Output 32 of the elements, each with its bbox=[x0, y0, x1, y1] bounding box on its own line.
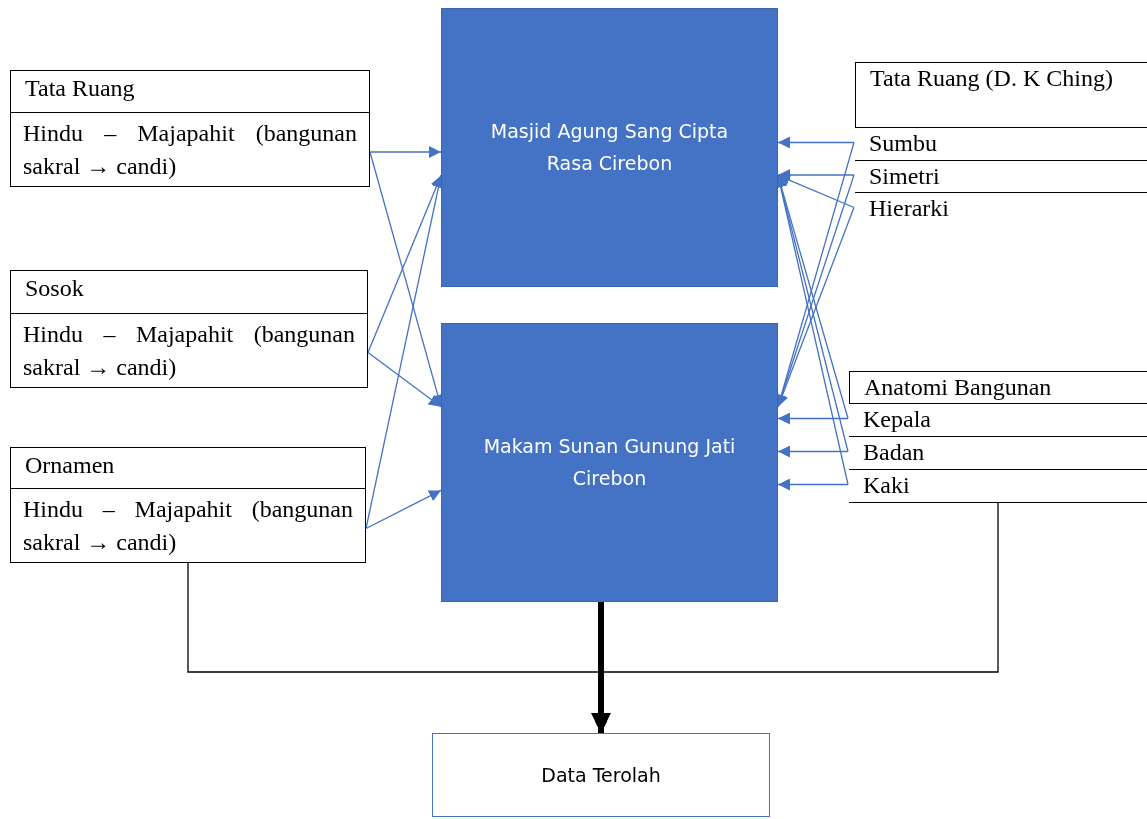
arrow bbox=[777, 478, 849, 491]
card-text: Hindu – Majapahit (bangunan sakral → candi) bbox=[22, 320, 356, 382]
process-box: Masjid Agung Sang Cipta Rasa Cirebon bbox=[441, 8, 778, 287]
arrow bbox=[591, 602, 611, 733]
process-box: Data Terolah bbox=[432, 733, 770, 817]
card-text: Hindu – Majapahit (bangunan sakral → candi) bbox=[22, 495, 354, 557]
card-heading: Tata Ruang bbox=[11, 71, 369, 114]
table-box bbox=[849, 371, 1147, 503]
arrow bbox=[777, 169, 855, 181]
card-heading: Ornamen bbox=[11, 448, 365, 490]
process-box: Makam Sunan Gunung Jati Cirebon bbox=[441, 323, 778, 602]
table-row: Kepala bbox=[849, 403, 1147, 436]
table-row: Hierarki bbox=[855, 192, 1147, 225]
arrow bbox=[777, 445, 849, 458]
table-heading: Anatomi Bangunan bbox=[863, 373, 1053, 402]
table-box bbox=[855, 62, 1147, 225]
arrow bbox=[777, 412, 849, 425]
card-heading: Sosok bbox=[11, 271, 367, 315]
card-text: Hindu – Majapahit (bangunan sakral → candi) bbox=[22, 119, 358, 181]
info-card bbox=[10, 447, 366, 563]
arrow bbox=[777, 136, 855, 149]
table-heading: Tata Ruang (D. K Ching) bbox=[869, 64, 1114, 93]
table-row: Simetri bbox=[855, 160, 1147, 192]
info-card bbox=[10, 270, 368, 388]
arrow bbox=[365, 489, 442, 530]
arrow bbox=[367, 351, 442, 408]
table-row: Badan bbox=[849, 436, 1147, 469]
arrow bbox=[777, 174, 855, 209]
table-row: Sumbu bbox=[855, 127, 1147, 160]
info-card bbox=[10, 70, 370, 187]
table-row: Kaki bbox=[849, 469, 1147, 502]
arrow bbox=[369, 146, 442, 158]
